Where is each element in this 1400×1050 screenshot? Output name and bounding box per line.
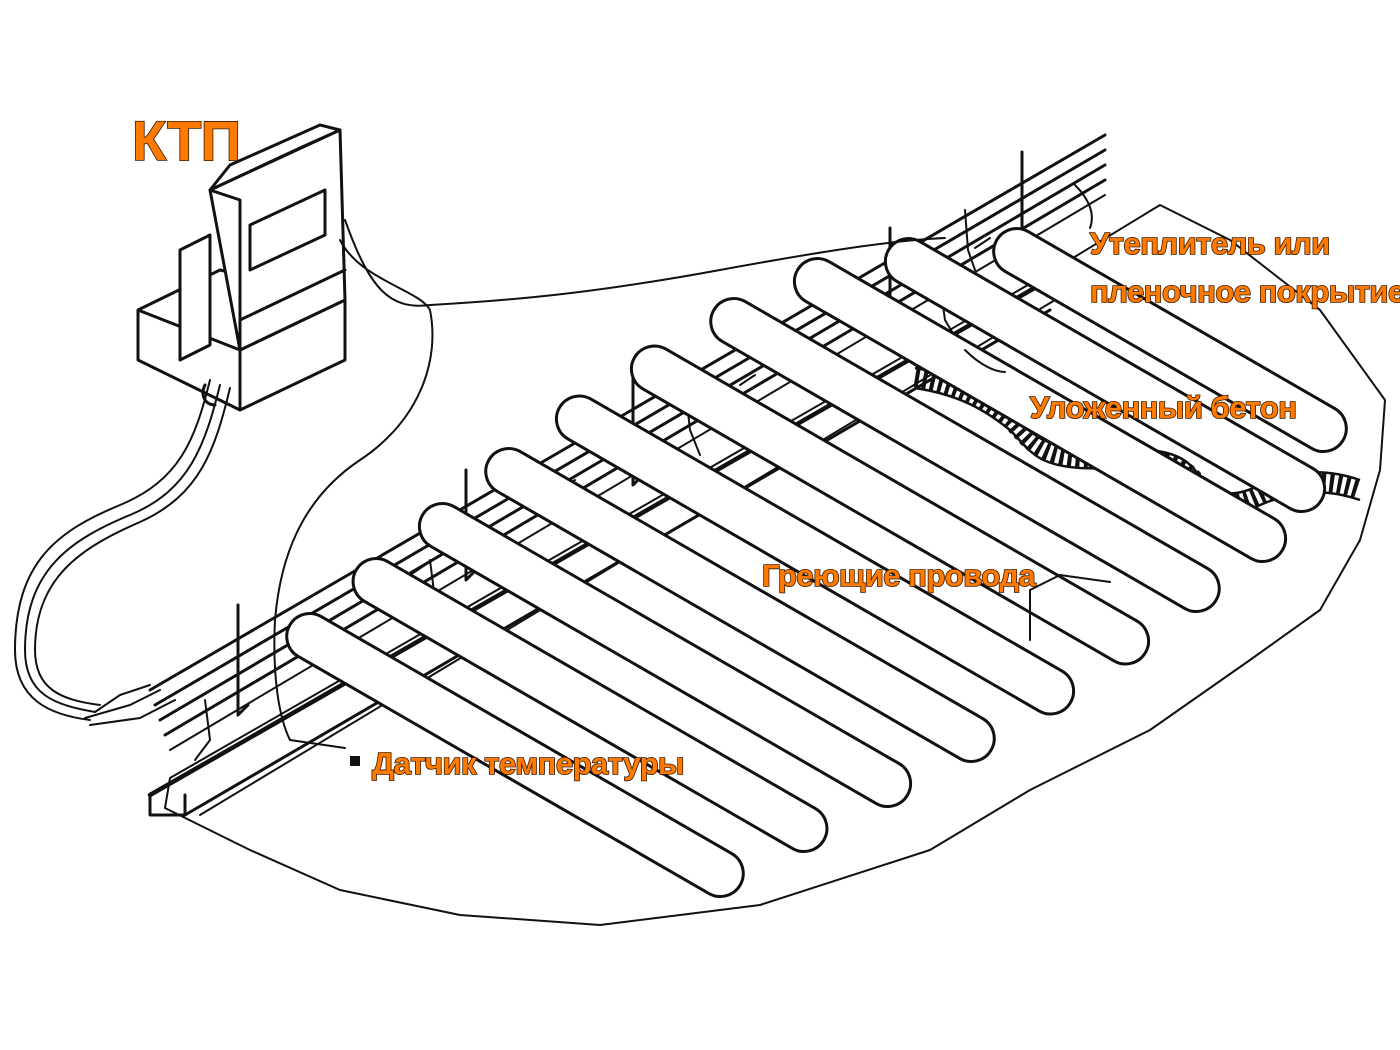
heating-wire-loop [883, 237, 1327, 513]
temperature-sensor-marker [350, 756, 360, 766]
leader-lines [1029, 184, 1111, 641]
heating-wire-loop [992, 227, 1348, 453]
heating-wire-loop [285, 612, 745, 898]
heating-wire-loop [484, 447, 996, 763]
controller-label: КТП [132, 109, 241, 172]
cables [14, 219, 1006, 749]
insulation-leader [1074, 184, 1093, 229]
heating-wire-loop [709, 297, 1221, 613]
heating-wires-label: Греющие провода [762, 558, 1037, 593]
insulation-label-line2: пленочное покрытие [1090, 274, 1400, 309]
heating-wire-loop [554, 394, 1076, 716]
heating-wire-loop [792, 257, 1288, 563]
formwork-stake [194, 603, 250, 761]
heating-wire-loop [351, 557, 829, 853]
heating-wires-leader [1029, 574, 1111, 641]
controller-box [136, 123, 347, 412]
heating-wires [285, 227, 1348, 898]
concrete-label: Уложенный бетон [1030, 390, 1296, 425]
heating-wire-loop [417, 502, 913, 808]
temperature-sensor-label: Датчик температуры [372, 746, 684, 781]
insulation-label-line1: Утеплитель или [1090, 226, 1330, 261]
heating-wire-loop [629, 344, 1151, 666]
